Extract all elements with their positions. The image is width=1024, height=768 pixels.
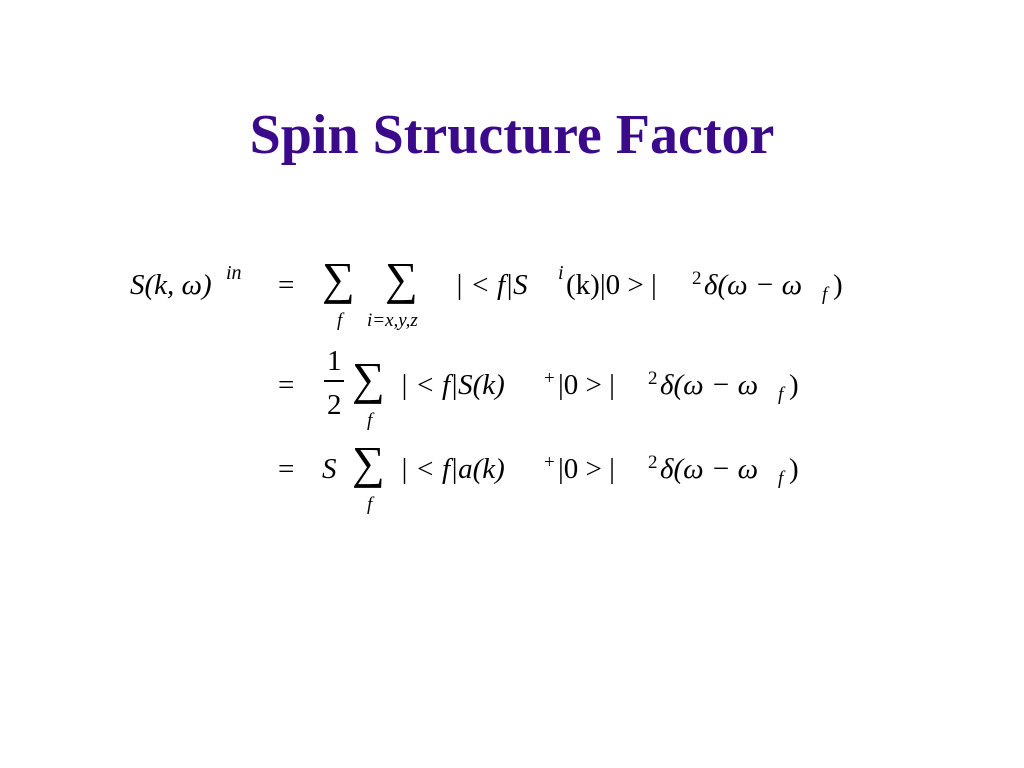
row2-delta: δ(ω − ω [660,369,759,401]
row1-superscript-i: i [558,262,564,284]
row1-square: 2 [692,268,702,289]
sum-symbol-row3: ∑ [352,437,385,488]
equals-sign-3: = [278,453,295,485]
fraction-denominator: 2 [327,389,342,421]
sum-symbol-i: ∑ [385,253,418,304]
row1-close-paren: ) [833,269,843,301]
row1-delta-subscript: f [822,284,828,305]
row2-expression-b: |0 > | [558,369,615,401]
row3-delta-subscript: f [778,468,784,489]
row3-expression-b: |0 > | [558,453,615,485]
sum-symbol-row2: ∑ [352,353,385,404]
sum-symbol-f: ∑ [322,253,355,304]
slide-title: Spin Structure Factor [249,104,775,166]
row2-close-paren: ) [789,369,799,401]
row2-superscript-plus: + [544,368,555,389]
sum-subscript-row3: f [367,494,373,515]
lhs-superscript: in [226,262,242,284]
equals-sign-1: = [278,269,295,301]
row1-expression-b: (k)|0 > | [566,269,657,301]
row1-delta: δ(ω − ω [704,269,803,301]
row3-delta: δ(ω − ω [660,453,759,485]
lhs-expression: S(k, ω) [130,269,212,301]
row3-prefix: S [322,453,337,485]
sum-subscript-f: f [337,310,343,331]
fraction-bar [324,380,344,382]
row1-expression: | < f|S [455,269,528,301]
fraction-numerator: 1 [327,345,342,377]
row2-square: 2 [648,368,658,389]
row3-superscript-plus: + [544,452,555,473]
row3-close-paren: ) [789,453,799,485]
row2-delta-subscript: f [778,384,784,405]
row3-expression: | < f|a(k) [400,453,505,485]
row2-expression: | < f|S(k) [400,369,505,401]
sum-subscript-row2: f [367,410,373,431]
equals-sign-2: = [278,369,295,401]
sum-subscript-i: i=x,y,z [367,310,418,331]
row3-square: 2 [648,452,658,473]
